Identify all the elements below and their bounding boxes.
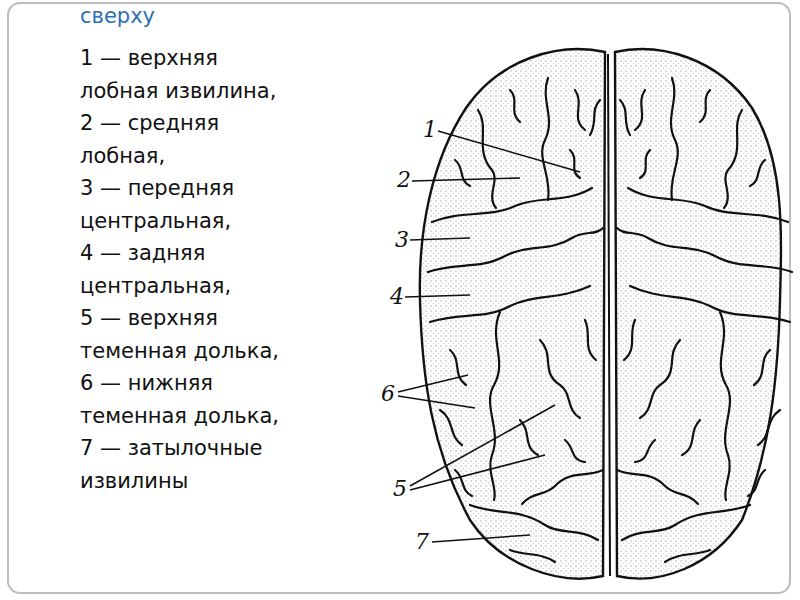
stipple (420, 49, 605, 578)
callout-number: 6 (380, 382, 396, 406)
slide-frame (8, 3, 790, 593)
leader-line (410, 238, 470, 240)
sulci-left (428, 78, 603, 562)
leader-line (398, 396, 475, 408)
leader-line (398, 375, 468, 392)
legend-text: 1 — верхняя лобная извилина, (80, 42, 295, 107)
callout-number: 2 (396, 168, 412, 192)
leader-line (412, 178, 520, 181)
leader-line (410, 455, 545, 490)
slide-title: сверху (80, 4, 155, 28)
right-hemisphere (615, 49, 781, 578)
stipple (615, 49, 781, 578)
leader-line (405, 295, 470, 297)
callout-number: 1 (422, 118, 438, 142)
legend-text: 5 — верхняя теменная долька, (80, 302, 295, 367)
legend-text: 6 — нижняя теменная долька, (80, 367, 295, 432)
legend-text: 4 — задняя центральная, (80, 237, 295, 302)
left-hemisphere (420, 49, 605, 578)
callout-number: 4 (389, 285, 405, 309)
leader-line (410, 405, 555, 486)
sulci-right (617, 78, 792, 562)
leader-line (432, 535, 530, 542)
legend-text: 3 — передняя центральная, (80, 172, 295, 237)
legend-list: 1 — верхняя лобная извилина,2 — средняя … (80, 42, 295, 497)
callout-number: 5 (392, 477, 408, 501)
legend-text: 2 — средняя лобная, (80, 107, 295, 172)
longitudinal-fissure (608, 54, 610, 576)
callout-number: 7 (414, 530, 430, 554)
leader-line (438, 131, 580, 172)
legend-text: 7 — затылочные извилины (80, 432, 295, 497)
callout-number: 3 (394, 228, 410, 252)
